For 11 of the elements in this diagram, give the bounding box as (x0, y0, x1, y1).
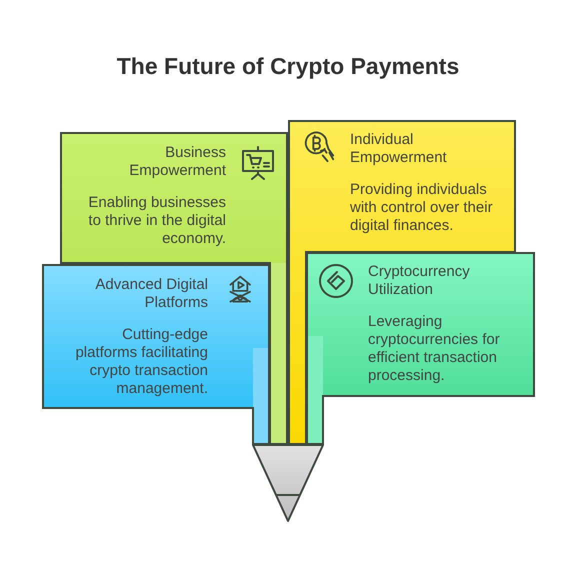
panel-description: Providing individuals with control over their digital finances. (350, 181, 494, 235)
info-panel (42, 264, 270, 445)
panel-heading: Business Empowerment (128, 144, 226, 180)
info-panel (306, 252, 535, 445)
panel-description: Cutting-edge platforms facilitating crypto transaction management. (74, 326, 208, 398)
panel-heading: Cryptocurrency Utilization (368, 263, 471, 299)
diagram-title: The Future of Crypto Payments (116, 52, 460, 81)
panel-heading: Advanced Digital Platforms (94, 276, 208, 312)
panel-description: Enabling businesses to thrive in the digital economy. (87, 194, 226, 248)
panel-heading: Individual Empowerment (350, 131, 448, 167)
panel-description: Leveraging cryptocurrencies for efficient transaction processing. (368, 313, 501, 385)
